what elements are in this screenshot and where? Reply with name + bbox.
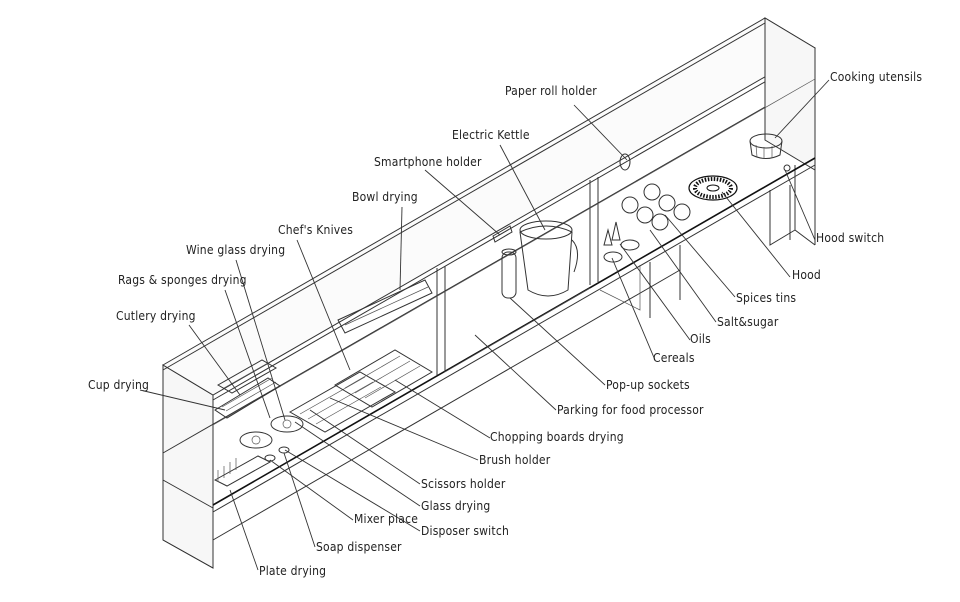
- cabinet-structure: [162, 17, 816, 569]
- label-scissors-holder: Scissors holder: [421, 477, 506, 491]
- label-salt-sugar: Salt&sugar: [717, 315, 779, 329]
- label-plate-drying: Plate drying: [259, 564, 326, 578]
- label-rags-sponges-drying: Rags & sponges drying: [118, 273, 247, 287]
- glass-drying-grid: [288, 371, 397, 433]
- leader-lines: [139, 79, 830, 571]
- label-hood-switch: Hood switch: [816, 231, 884, 245]
- spice-tins: [621, 183, 691, 231]
- hood-vent: [688, 175, 738, 201]
- label-parking-food-processor: Parking for food processor: [557, 403, 704, 417]
- label-hood: Hood: [792, 268, 821, 282]
- label-electric-kettle: Electric Kettle: [452, 128, 530, 142]
- chopping-boards-rack: [334, 349, 433, 408]
- label-smartphone-holder: Smartphone holder: [374, 155, 482, 169]
- label-cereals: Cereals: [653, 351, 695, 365]
- paper-roll: [619, 153, 631, 171]
- label-chefs-knives: Chef's Knives: [278, 223, 353, 237]
- bowl-drying-rack: [337, 279, 433, 334]
- wine-glass-holes: [239, 415, 304, 449]
- label-chopping-boards-drying: Chopping boards drying: [490, 430, 624, 444]
- left-end-panel: [162, 364, 214, 569]
- label-paper-roll-holder: Paper roll holder: [505, 84, 597, 98]
- electric-kettle: [519, 220, 578, 297]
- labels: Paper roll holder Cooking utensils Elect…: [88, 70, 922, 578]
- mixer-place: [264, 454, 276, 462]
- cup-drying-rack: [214, 377, 281, 419]
- label-disposer-switch: Disposer switch: [421, 524, 509, 538]
- hood-switch: [783, 164, 791, 172]
- label-popup-sockets: Pop-up sockets: [606, 378, 690, 392]
- label-mixer-place: Mixer place: [354, 512, 418, 526]
- label-cutlery-drying: Cutlery drying: [116, 309, 196, 323]
- label-cup-drying: Cup drying: [88, 378, 149, 392]
- label-brush-holder: Brush holder: [479, 453, 551, 467]
- smartphone-holder: [492, 225, 513, 243]
- label-spices-tins: Spices tins: [736, 291, 796, 305]
- utensil-holder: [749, 133, 783, 159]
- cereal-containers: [603, 239, 640, 263]
- plate-drying-rack: [213, 455, 272, 487]
- soap-dispenser: [278, 446, 290, 454]
- top-slab: [162, 17, 816, 396]
- label-glass-drying: Glass drying: [421, 499, 490, 513]
- oil-bottles: [603, 221, 621, 246]
- label-soap-dispenser: Soap dispenser: [316, 540, 402, 554]
- popup-socket: [501, 248, 517, 299]
- label-cooking-utensils: Cooking utensils: [830, 70, 922, 84]
- label-oils: Oils: [690, 332, 711, 346]
- label-bowl-drying: Bowl drying: [352, 190, 418, 204]
- label-wine-glass-drying: Wine glass drying: [186, 243, 285, 257]
